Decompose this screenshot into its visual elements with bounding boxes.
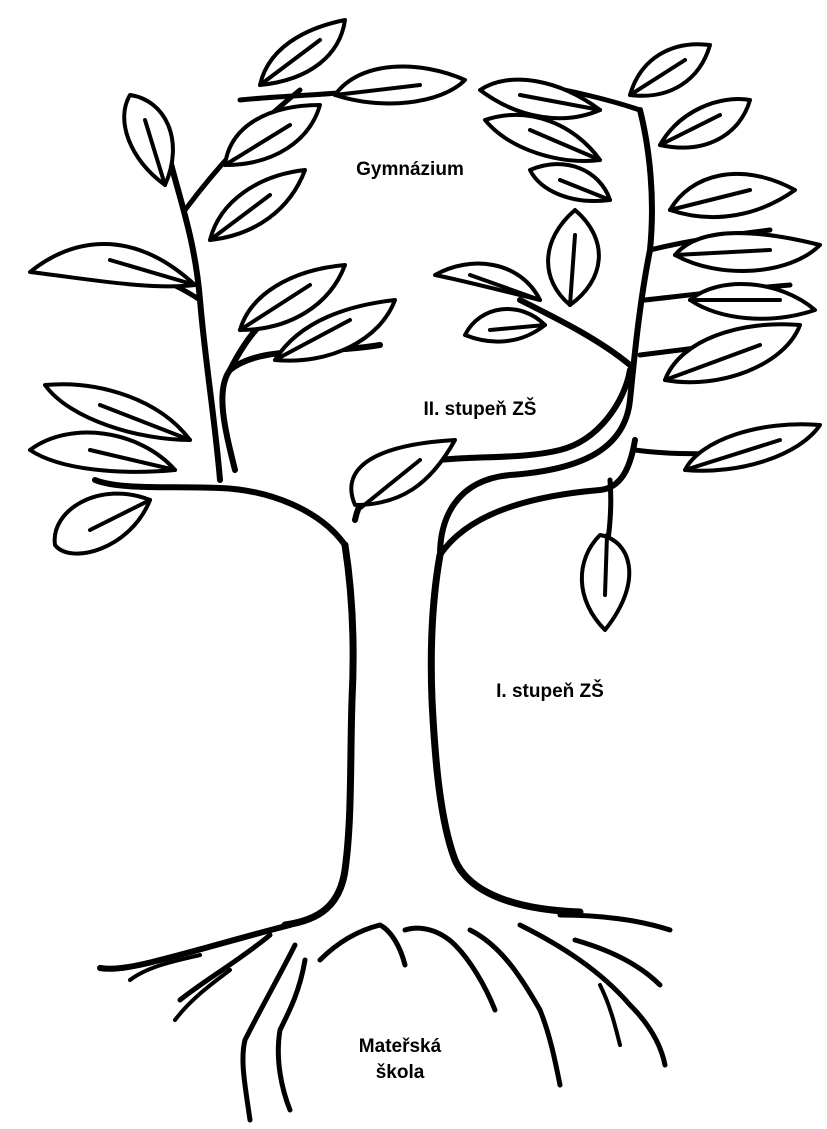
- label-materska-line2: škola: [320, 1060, 480, 1086]
- tree-roots: [100, 915, 670, 1120]
- label-stupen-i: I. stupeň ZŠ: [450, 680, 650, 704]
- label-gymnazium: Gymnázium: [300, 158, 520, 182]
- label-materska-line1: Mateřská: [320, 1034, 480, 1060]
- label-materska-skola: Mateřská škola: [320, 1034, 480, 1086]
- label-stupen-ii: II. stupeň ZŠ: [380, 398, 580, 422]
- tree-leaves: [30, 20, 820, 630]
